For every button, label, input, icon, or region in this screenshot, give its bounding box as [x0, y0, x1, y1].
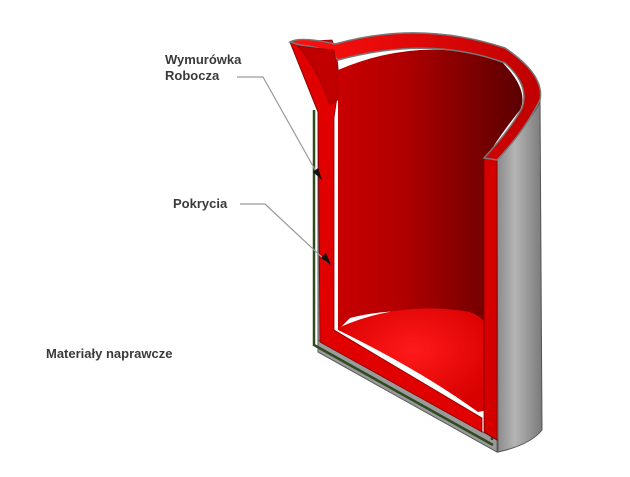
leader-line-coatings	[240, 203, 328, 263]
arrow-coatings	[321, 253, 331, 265]
inner-floor	[338, 308, 489, 412]
label-working-lining-line2: Robocza	[165, 68, 220, 83]
leader-line-working-lining	[237, 76, 319, 176]
coating-layer-left	[312, 110, 494, 447]
ladle-rim	[288, 32, 542, 161]
working-lining-cut-right	[483, 157, 498, 441]
label-working-lining: Wymurówka Robocza	[165, 52, 241, 84]
label-working-lining-line1: Wymurówka	[165, 52, 242, 67]
inner-wall	[338, 49, 523, 330]
ladle-spout	[297, 45, 339, 106]
label-repair-materials: Materiały naprawcze	[46, 346, 173, 361]
arrow-working-lining	[313, 168, 322, 180]
label-coatings: Pokrycia	[173, 196, 228, 211]
